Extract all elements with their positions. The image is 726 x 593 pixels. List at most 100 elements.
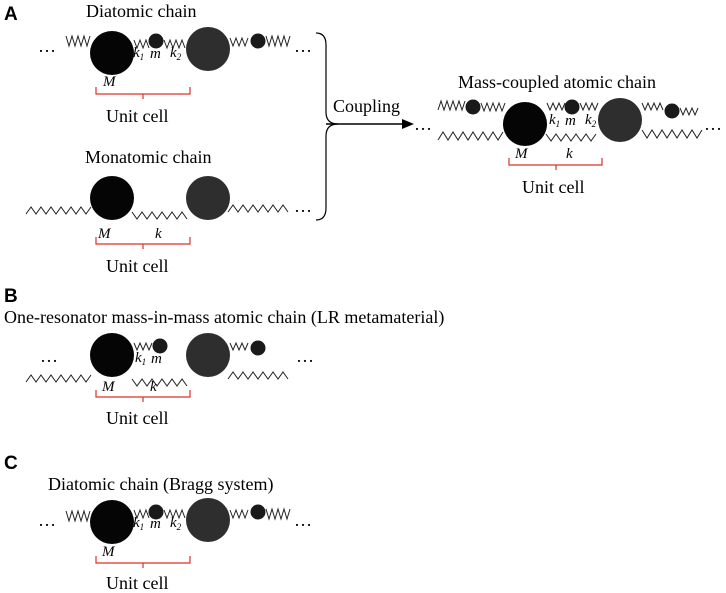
- spring-mid-right: [229, 508, 249, 520]
- M-label: M: [101, 379, 116, 395]
- ellipsis-left: …: [38, 36, 56, 56]
- mass-M-right: [186, 498, 230, 542]
- k1-label: k1: [133, 515, 144, 532]
- spring-right: [227, 371, 289, 380]
- spring-left: [65, 34, 91, 48]
- mass-M-left: [90, 31, 134, 75]
- panel-b-title: One-resonator mass-in-mass atomic chain …: [4, 307, 444, 328]
- spring-top-left: [437, 99, 466, 112]
- mass-m: [148, 504, 164, 520]
- spring-k1-right: [229, 341, 249, 352]
- spring-bottom-right: [641, 129, 703, 139]
- coupling-label: Coupling: [333, 96, 400, 116]
- spring-k2: [163, 508, 186, 520]
- spring-top-end: [679, 106, 699, 117]
- k1-label: k1: [133, 45, 144, 62]
- unit-cell-label: Unit cell: [106, 408, 168, 428]
- k-label: k: [566, 146, 573, 162]
- k2-label: k2: [170, 45, 182, 62]
- unit-cell-label: Unit cell: [106, 573, 168, 593]
- ellipsis-right: …: [294, 36, 312, 56]
- diatomic-chain-title: Diatomic chain: [86, 1, 196, 21]
- spring-bottom-k: [545, 133, 597, 142]
- k-label: k: [150, 379, 157, 395]
- panel-c-title: Diatomic chain (Bragg system): [48, 474, 273, 495]
- ellipsis-right: …: [294, 510, 312, 530]
- mass-M-left: [90, 176, 134, 220]
- k1-label: k1: [135, 350, 146, 367]
- mass-m-right: [250, 504, 266, 520]
- k-label: k: [155, 226, 162, 242]
- mass-M-right: [598, 98, 642, 142]
- spring-k1: [133, 508, 150, 520]
- M-label: M: [514, 146, 529, 162]
- mass-m-right: [664, 103, 680, 119]
- mass-M-right: [186, 176, 230, 220]
- panel-c-label: C: [4, 453, 18, 474]
- spring-right: [265, 507, 291, 521]
- k1-label: k1: [549, 112, 560, 129]
- mass-m: [148, 33, 164, 49]
- monatomic-chain: … M k Unit cell: [25, 176, 312, 276]
- k2-label: k2: [170, 515, 182, 532]
- m-label: m: [151, 351, 162, 367]
- spring-k: [131, 211, 188, 220]
- ellipsis-right: …: [296, 346, 314, 366]
- mass-M-left: [90, 500, 134, 544]
- spring-right: [265, 34, 291, 48]
- coupling-arrow-head: [402, 119, 414, 129]
- unit-cell-bracket: [95, 390, 191, 402]
- spring-k1: [133, 38, 150, 50]
- unit-cell-label: Unit cell: [106, 256, 168, 276]
- ellipsis-right: …: [294, 196, 312, 216]
- mass-coupled-chain: … … k1 m k2 M k Unit cell: [414, 98, 722, 197]
- spring-top-mid: [480, 101, 506, 113]
- unit-cell-bracket: [95, 556, 191, 568]
- unit-cell-bracket: [95, 237, 191, 249]
- panel-a-label: A: [4, 4, 18, 25]
- mass-M-right: [186, 333, 230, 377]
- unit-cell-bracket: [95, 87, 191, 99]
- spring-k2: [579, 101, 599, 112]
- mass-m-left: [465, 99, 481, 115]
- coupling-brace: [315, 32, 339, 221]
- unit-cell-bracket: [508, 158, 603, 170]
- spring-k1: [133, 341, 153, 352]
- spring-mid-right: [229, 36, 249, 48]
- ellipsis-left: …: [38, 510, 56, 530]
- M-label: M: [97, 226, 112, 242]
- mass-m: [564, 99, 580, 115]
- mass-M-left: [503, 102, 547, 146]
- m-label: m: [150, 516, 161, 532]
- ellipsis-left: …: [414, 114, 432, 134]
- mass-m-right: [250, 33, 266, 49]
- monatomic-chain-title: Monatomic chain: [85, 147, 211, 167]
- spring-bottom-left: [437, 131, 504, 141]
- spring-left: [25, 374, 92, 383]
- spring-k1: [546, 101, 566, 112]
- mass-m: [152, 338, 168, 354]
- M-label: M: [102, 74, 117, 90]
- spring-left: [65, 509, 91, 523]
- M-label: M: [101, 544, 116, 560]
- m-label: m: [565, 113, 576, 129]
- spring-left: [25, 206, 92, 215]
- spring-k: [131, 378, 188, 387]
- ellipsis-left: …: [40, 346, 58, 366]
- ellipsis-right: …: [704, 114, 722, 134]
- spring-right: [227, 204, 289, 213]
- unit-cell-label: Unit cell: [522, 177, 584, 197]
- diatomic-chain-top: … … k1 m k2 M Unit cell: [38, 27, 312, 126]
- mass-M-left: [90, 333, 134, 377]
- mass-m-right: [250, 340, 266, 356]
- mass-M-right: [186, 27, 230, 71]
- mass-coupled-title: Mass-coupled atomic chain: [458, 72, 656, 92]
- lr-metamaterial-chain: … … k1 m M k Unit cell: [25, 333, 314, 428]
- bragg-diatomic-chain: … … k1 m k2 M Unit cell: [38, 498, 312, 593]
- unit-cell-label: Unit cell: [106, 106, 168, 126]
- k2-label: k2: [585, 112, 597, 129]
- panel-b-label: B: [4, 286, 18, 307]
- spring-top-right: [641, 101, 664, 112]
- spring-k2: [163, 38, 186, 50]
